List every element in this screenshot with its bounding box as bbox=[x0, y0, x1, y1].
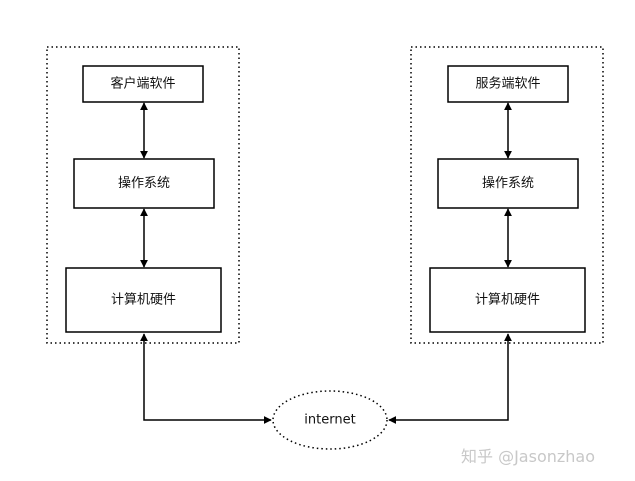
server-software-node: 服务端软件 bbox=[447, 65, 569, 103]
server-os-label: 操作系统 bbox=[482, 175, 534, 191]
internet-label: internet bbox=[304, 413, 355, 428]
internet-node: internet bbox=[272, 390, 388, 450]
client-group bbox=[46, 46, 240, 344]
server-software-label: 服务端软件 bbox=[475, 76, 540, 92]
client-os-node: 操作系统 bbox=[73, 158, 215, 209]
client-hardware-node: 计算机硬件 bbox=[65, 267, 222, 333]
client-software-node: 客户端软件 bbox=[82, 65, 204, 103]
server-os-node: 操作系统 bbox=[437, 158, 579, 209]
server-group bbox=[410, 46, 604, 344]
server-internet-arrow bbox=[388, 333, 512, 424]
server-hardware-node: 计算机硬件 bbox=[429, 267, 586, 333]
watermark: 知乎 @Jasonzhao bbox=[461, 447, 596, 466]
client-internet-arrow bbox=[140, 333, 272, 424]
client-hardware-label: 计算机硬件 bbox=[111, 293, 176, 308]
server-hardware-label: 计算机硬件 bbox=[475, 293, 540, 308]
client-software-label: 客户端软件 bbox=[110, 76, 175, 92]
client-os-label: 操作系统 bbox=[118, 175, 170, 191]
